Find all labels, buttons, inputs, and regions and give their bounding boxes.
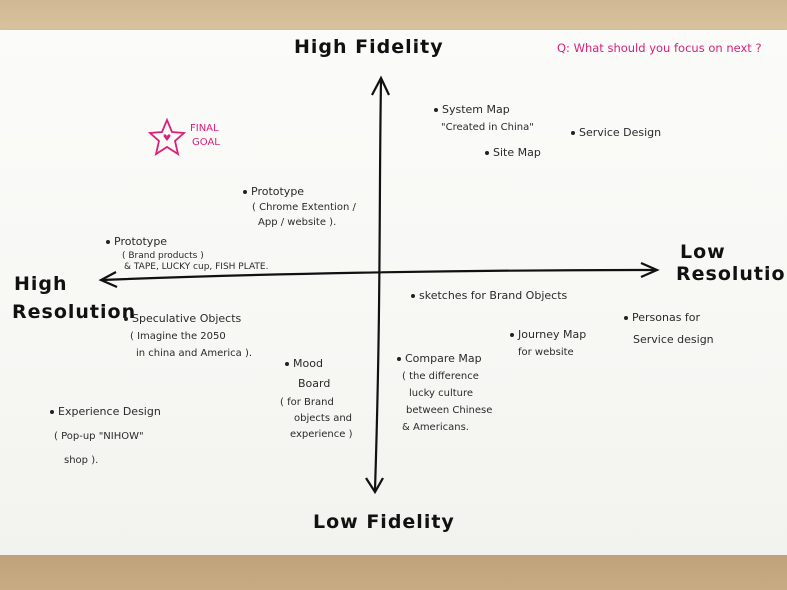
vertical-axis-top-arrowhead: [371, 75, 390, 96]
journey-map-title: Journey Map: [518, 328, 587, 341]
final-goal-line1: FINAL: [190, 123, 219, 134]
top-axis-label: High Fidelity: [294, 36, 444, 58]
mood-board-line4: objects and: [294, 413, 353, 424]
experience-design-line2: ( Pop-up "NIHOW": [54, 431, 144, 442]
speculative-note: Speculative Objects: [124, 313, 241, 325]
bullet-dot: [124, 317, 128, 321]
bullet-dot: [285, 362, 289, 366]
mood-board-note: Mood: [285, 358, 323, 370]
bottom-axis-label: Low Fidelity: [313, 511, 455, 533]
bullet-dot: [397, 357, 401, 361]
bullet-dot: [243, 190, 247, 194]
experience-design-line3: shop ).: [64, 455, 99, 466]
experience-design-note: Experience Design: [50, 406, 161, 418]
prototype-brand-title: Prototype: [114, 235, 168, 248]
horizontal-axis-right-arrowhead: [640, 261, 660, 279]
mood-board-line5: experience ): [290, 429, 353, 440]
compare-map-title: Compare Map: [405, 352, 482, 365]
compare-map-line4: between Chinese: [406, 405, 493, 416]
personas-note: Personas for: [624, 312, 700, 324]
bullet-dot: [434, 108, 438, 112]
horizontal-axis-line: [101, 268, 657, 282]
bullet-dot: [411, 294, 415, 298]
compare-map-line5: & Americans.: [402, 422, 469, 433]
personas-title: Personas for: [632, 311, 701, 324]
star-heart-icon: [147, 117, 187, 156]
personas-line2: Service design: [633, 333, 714, 346]
prototype-chrome-line3: App / website ).: [258, 217, 337, 228]
horizontal-axis-left-arrowhead: [98, 271, 118, 289]
table-surface-bottom: [0, 555, 787, 590]
sketches-text: sketches for Brand Objects: [419, 289, 568, 302]
prototype-chrome-title: Prototype: [251, 185, 305, 198]
final-goal-line2: GOAL: [192, 137, 220, 148]
vertical-axis-line: [373, 79, 383, 491]
mood-board-title: Mood: [293, 357, 323, 370]
service-design-note: Service Design: [571, 127, 661, 139]
bullet-dot: [510, 333, 514, 337]
sketches-note: sketches for Brand Objects: [411, 290, 567, 302]
compare-map-note: Compare Map: [397, 353, 482, 365]
table-surface-top: [0, 0, 787, 32]
bullet-dot: [571, 131, 575, 135]
mood-board-line3: ( for Brand: [280, 397, 334, 408]
left-axis-label-line2: Resolution: [12, 301, 137, 323]
right-axis-label-line1: Low: [680, 241, 726, 263]
right-axis-label-line2: Resolution: [676, 263, 787, 285]
system-map-note: System Map: [434, 104, 510, 116]
prototype-brand-line2: ( Brand products ): [122, 251, 204, 261]
compare-map-line2: ( the difference: [402, 371, 479, 382]
compare-map-line3: lucky culture: [409, 388, 474, 399]
speculative-line3: in china and America ).: [136, 348, 253, 359]
bullet-dot: [624, 316, 628, 320]
vertical-axis-bottom-arrowhead: [365, 477, 384, 495]
bullet-dot: [485, 151, 489, 155]
experience-design-title: Experience Design: [58, 405, 161, 418]
left-axis-label-line1: High: [14, 273, 68, 295]
site-map-text: Site Map: [493, 146, 541, 159]
site-map-note: Site Map: [485, 147, 541, 159]
question-note: Q: What should you focus on next ?: [557, 41, 762, 55]
bullet-dot: [106, 240, 110, 244]
journey-map-line2: for website: [518, 347, 574, 358]
speculative-title: Speculative Objects: [132, 312, 242, 325]
prototype-brand-note: Prototype: [106, 236, 167, 248]
paper-board: [0, 30, 787, 557]
journey-map-note: Journey Map: [510, 329, 586, 341]
speculative-line2: ( Imagine the 2050: [130, 331, 226, 342]
system-map-subtitle: "Created in China": [441, 122, 534, 133]
mood-board-line2: Board: [298, 377, 331, 390]
bullet-dot: [50, 410, 54, 414]
prototype-chrome-note: Prototype: [243, 186, 304, 198]
prototype-brand-line3: & TAPE, LUCKY cup, FISH PLATE.: [124, 262, 269, 272]
service-design-text: Service Design: [579, 126, 662, 139]
system-map-title: System Map: [442, 103, 510, 116]
prototype-chrome-line2: ( Chrome Extention /: [252, 202, 356, 213]
